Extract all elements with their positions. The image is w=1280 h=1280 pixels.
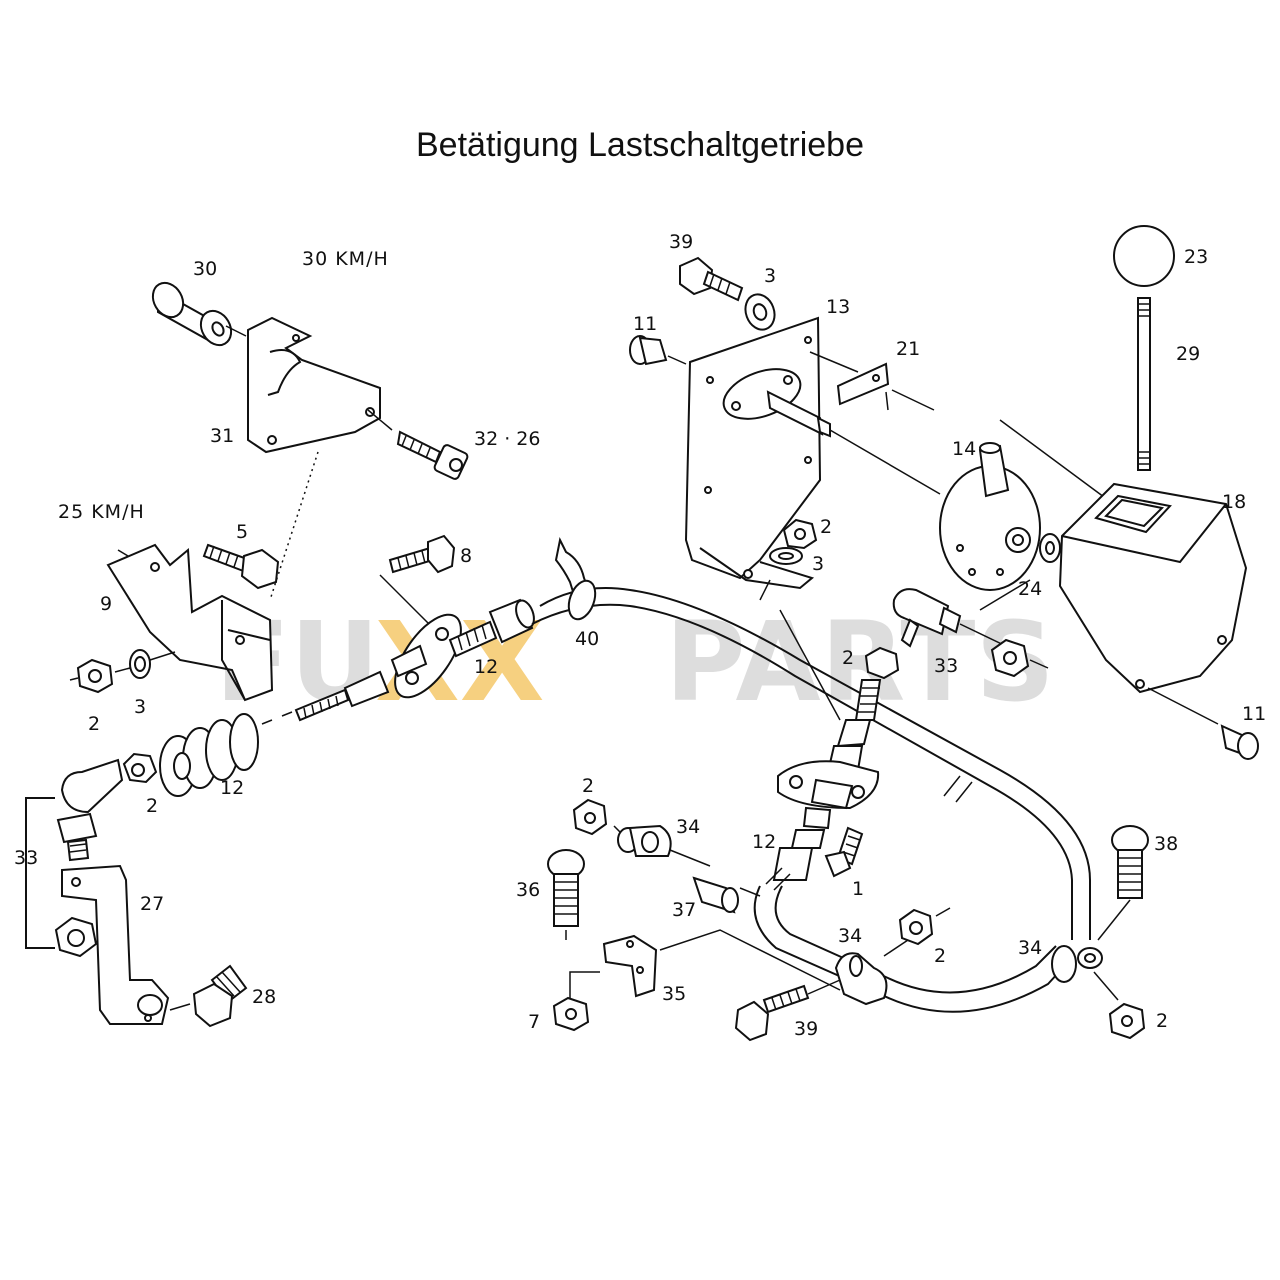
nut-2-lower <box>122 752 158 784</box>
nut-2-mid <box>898 907 951 946</box>
page-title: Betätigung Lastschaltgetriebe <box>416 126 864 164</box>
part-label: 13 <box>826 296 850 318</box>
part-label: 28 <box>252 986 276 1008</box>
part-label: 3 <box>764 265 776 287</box>
part-label: 29 <box>1176 343 1200 365</box>
washer-3-left <box>129 649 151 679</box>
part-label: 24 <box>1018 578 1042 600</box>
part-label: 21 <box>896 338 920 360</box>
nut-33-right <box>990 638 1030 678</box>
part-label: 23 <box>1184 246 1208 268</box>
part-label: 8 <box>460 545 472 567</box>
watermark: FU XX PARTS <box>215 598 1055 726</box>
part-label: 31 <box>210 425 234 447</box>
ball-joint-33 <box>25 758 124 958</box>
part-label: 2 <box>1156 1010 1168 1032</box>
part-label: 34 <box>1018 937 1042 959</box>
part-label: 34 <box>676 816 700 838</box>
nut-11-right <box>1220 724 1259 760</box>
cable-fitting-12 <box>753 679 1071 1013</box>
part-label: 18 <box>1222 491 1246 513</box>
spacer-37 <box>692 876 761 914</box>
bracket-13-plate <box>684 316 941 590</box>
nut-2-bottom-right <box>1108 1002 1146 1040</box>
part-label: 12 <box>752 831 776 853</box>
rod-29 <box>1137 297 1151 471</box>
nut-11-top <box>629 335 668 366</box>
clip-34-right <box>1051 945 1119 1001</box>
gate-housing-18 <box>1058 482 1248 694</box>
speed-label-25kmh: 25 KM/H <box>58 501 145 523</box>
bracket-25kmh-group <box>69 543 280 702</box>
bracket-9 <box>106 543 274 702</box>
nut-2-bottom-left <box>572 798 608 836</box>
part-label: 12 <box>220 777 244 799</box>
nut-2-left <box>76 658 114 694</box>
clamp-40 <box>554 536 597 621</box>
part-label: 36 <box>516 879 540 901</box>
bolt-8 <box>388 534 456 574</box>
speed-label-30kmh: 30 KM/H <box>302 248 389 270</box>
part-label: 5 <box>236 521 248 543</box>
part-label: 33 <box>934 655 958 677</box>
clip-34-mid <box>834 939 909 1006</box>
cable-assembly-center <box>261 534 1091 940</box>
washer-3-upper <box>769 547 803 565</box>
bracket-35 <box>569 929 841 1000</box>
bracket-31 <box>247 316 381 454</box>
bolt-39-bottom <box>734 979 841 1042</box>
ball-joint-33-right <box>892 588 1011 649</box>
clip-34-top <box>613 824 711 867</box>
part-label: 3 <box>134 696 146 718</box>
part-label: 2 <box>582 775 594 797</box>
part-label: 39 <box>794 1018 818 1040</box>
nut-2-right-mid <box>864 646 900 680</box>
part-label: 33 <box>14 847 38 869</box>
part-label: 37 <box>672 899 696 921</box>
bolt-5 <box>202 543 280 590</box>
part-label: 1 <box>852 878 864 900</box>
part-label: 38 <box>1154 833 1178 855</box>
nut-7 <box>552 996 590 1032</box>
part-label: 30 <box>193 258 217 280</box>
part-label: 34 <box>838 925 862 947</box>
part-label: 12 <box>474 656 498 678</box>
bolt-32 <box>396 430 469 480</box>
nut-2-upper <box>782 518 818 550</box>
part-label: 35 <box>662 983 686 1005</box>
part-label: 39 <box>669 231 693 253</box>
part-label: 7 <box>528 1011 540 1033</box>
knob-23 <box>1113 225 1175 287</box>
washer-24 <box>1039 533 1061 563</box>
part-label: 27 <box>140 893 164 915</box>
part-label: 2 <box>842 647 854 669</box>
housing-14 <box>939 419 1109 591</box>
washer-3-top <box>744 293 776 331</box>
bolt-39-top <box>679 256 744 302</box>
bellows-12 <box>159 713 259 797</box>
part-label: 11 <box>1242 703 1266 725</box>
part-label: 2 <box>934 945 946 967</box>
part-label: 2 <box>146 795 158 817</box>
bolt-28 <box>169 964 248 1028</box>
plate-21 <box>836 362 935 411</box>
part-label: 40 <box>575 628 599 650</box>
bolt-36 <box>547 849 585 940</box>
flange-plate <box>394 613 462 699</box>
part-label: 2 <box>820 516 832 538</box>
part-label: 2 <box>88 713 100 735</box>
bolt-38 <box>1097 825 1149 941</box>
part-label: 32 · 26 <box>474 428 540 450</box>
lever-27 <box>61 864 170 1025</box>
part-label: 3 <box>812 553 824 575</box>
part-label: 14 <box>952 438 976 460</box>
bolt-1 <box>824 826 864 878</box>
part-labels: 30 KM/H 25 KM/H 30 31 32 · 26 5 9 8 2 3 … <box>14 231 1266 1040</box>
bracket-30kmh-group <box>151 281 469 601</box>
part-label: 11 <box>633 313 657 335</box>
spacer-cylinder-30 <box>151 281 233 347</box>
part-label: 9 <box>100 593 112 615</box>
